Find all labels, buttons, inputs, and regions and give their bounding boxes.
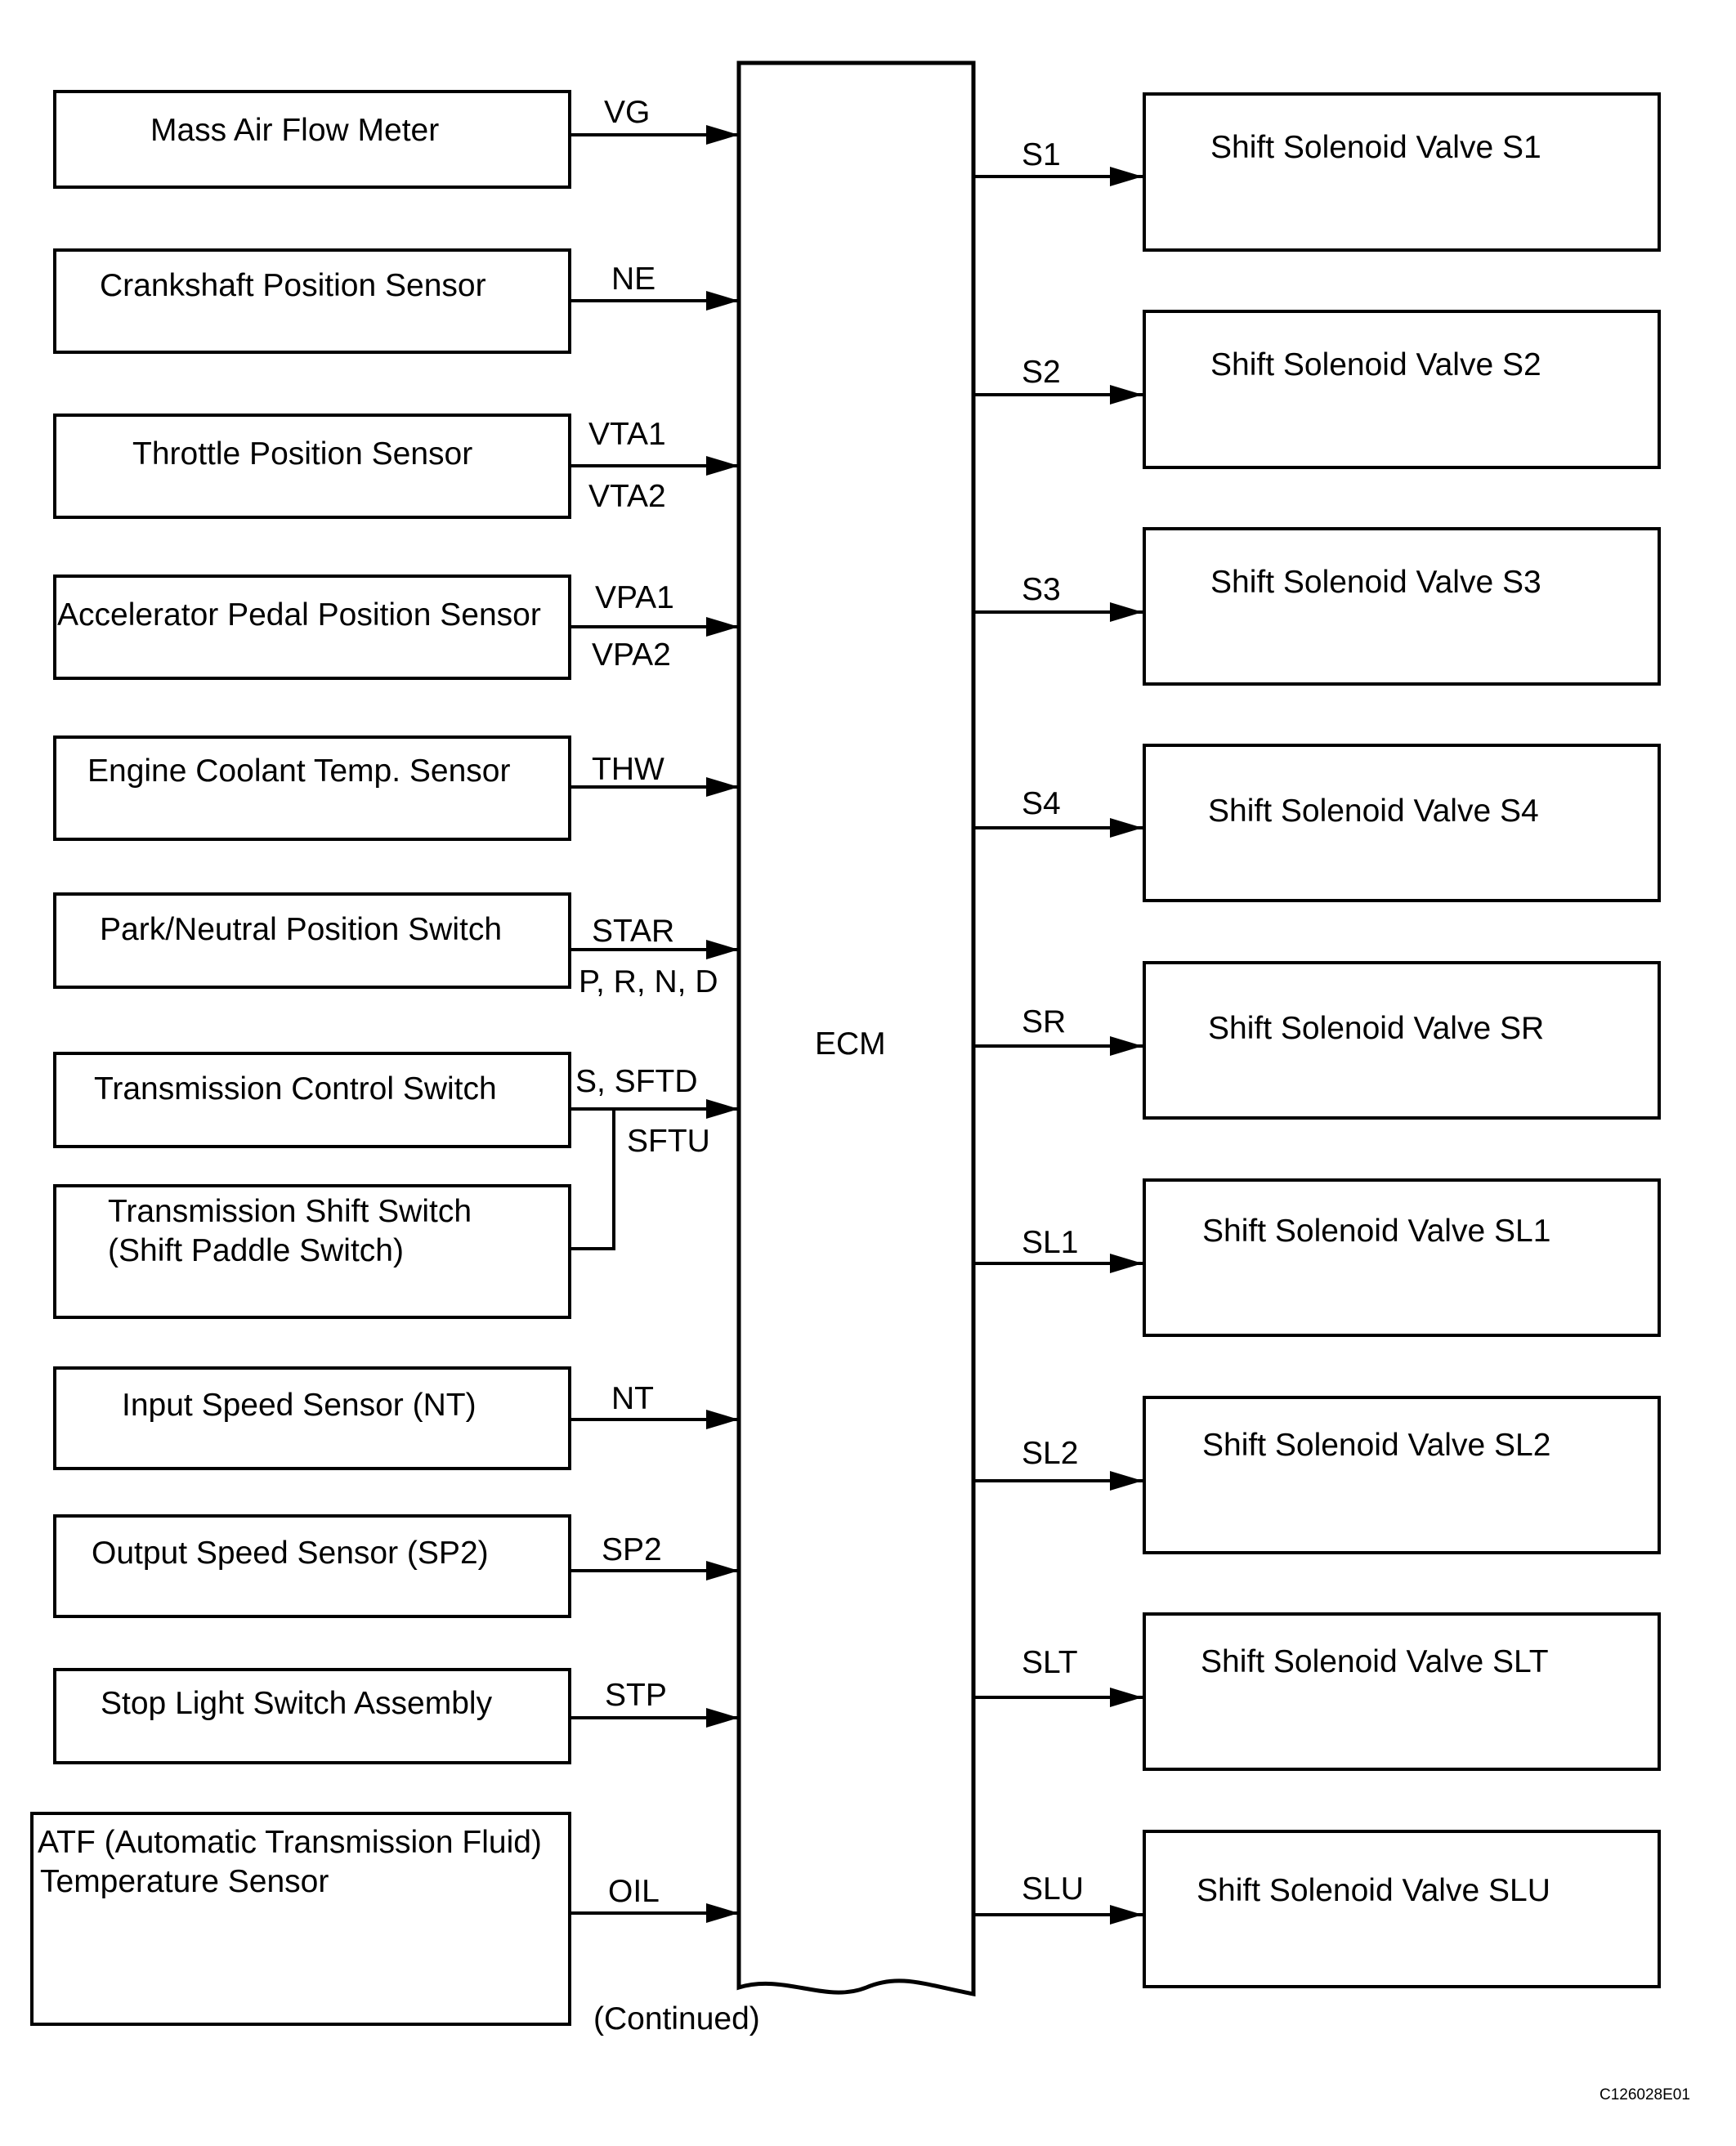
- ecm-outline: [736, 60, 976, 1997]
- output-box-sl1: Shift Solenoid Valve SL1: [1143, 1178, 1661, 1337]
- input-box-input-speed-sensor: Input Speed Sensor (NT): [53, 1366, 571, 1470]
- signal-label-slu: SLU: [1022, 1871, 1084, 1907]
- input-label-line2: (Shift Paddle Switch): [108, 1233, 404, 1268]
- input-box-output-speed-sensor: Output Speed Sensor (SP2): [53, 1514, 571, 1618]
- signal-label-s2: S2: [1022, 355, 1061, 390]
- output-label: Shift Solenoid Valve SR: [1208, 1011, 1545, 1046]
- output-box-sr: Shift Solenoid Valve SR: [1143, 961, 1661, 1120]
- figure-code: C126028E01: [1600, 2086, 1690, 2104]
- input-label: Transmission Control Switch: [94, 1071, 497, 1107]
- input-box-atf-temperature-sensor: ATF (Automatic Transmission Fluid) Tempe…: [30, 1812, 571, 2026]
- input-box-accelerator-pedal-position-sensor: Accelerator Pedal Position Sensor: [53, 575, 571, 680]
- input-label: Engine Coolant Temp. Sensor: [87, 753, 511, 789]
- signal-label-sl1: SL1: [1022, 1225, 1079, 1260]
- input-box-engine-coolant-temp-sensor: Engine Coolant Temp. Sensor: [53, 735, 571, 841]
- output-label: Shift Solenoid Valve S4: [1208, 794, 1539, 829]
- signal-label-s3: S3: [1022, 572, 1061, 607]
- input-label: Mass Air Flow Meter: [150, 113, 440, 148]
- signal-label-oil: OIL: [608, 1874, 660, 1909]
- input-label: Accelerator Pedal Position Sensor: [57, 597, 541, 633]
- wire-sftu: [571, 1109, 615, 1250]
- output-label: Shift Solenoid Valve S3: [1210, 565, 1541, 600]
- output-box-slu: Shift Solenoid Valve SLU: [1143, 1830, 1661, 1988]
- input-label: Stop Light Switch Assembly: [101, 1686, 493, 1721]
- input-box-transmission-shift-switch: Transmission Shift Switch (Shift Paddle …: [53, 1184, 571, 1319]
- input-label: Throttle Position Sensor: [132, 436, 473, 472]
- output-box-s1: Shift Solenoid Valve S1: [1143, 92, 1661, 252]
- signal-label-s1: S1: [1022, 137, 1061, 172]
- input-box-throttle-position-sensor: Throttle Position Sensor: [53, 414, 571, 519]
- output-label: Shift Solenoid Valve S2: [1210, 347, 1541, 382]
- signal-label-s-sftd: S, SFTD: [575, 1064, 698, 1099]
- signal-label-thw: THW: [592, 752, 664, 787]
- signal-label-vpa2: VPA2: [592, 637, 671, 673]
- signal-label-star: STAR: [592, 914, 675, 949]
- input-box-crankshaft-position-sensor: Crankshaft Position Sensor: [53, 248, 571, 354]
- input-box-mass-air-flow-meter: Mass Air Flow Meter: [53, 90, 571, 189]
- input-box-park-neutral-position-switch: Park/Neutral Position Switch: [53, 892, 571, 989]
- input-box-stop-light-switch-assembly: Stop Light Switch Assembly: [53, 1668, 571, 1764]
- input-label: Park/Neutral Position Switch: [100, 912, 503, 947]
- continued-label: (Continued): [593, 2001, 760, 2036]
- signal-label-ne: NE: [611, 262, 656, 297]
- signal-label-prnd: P, R, N, D: [579, 964, 718, 999]
- output-label: Shift Solenoid Valve S1: [1210, 130, 1541, 165]
- output-label: Shift Solenoid Valve SL1: [1202, 1214, 1551, 1249]
- output-box-s4: Shift Solenoid Valve S4: [1143, 744, 1661, 902]
- signal-label-vta2: VTA2: [588, 479, 666, 514]
- signal-label-vg: VG: [604, 95, 651, 130]
- ecm-label: ECM: [815, 1026, 886, 1062]
- input-label: Crankshaft Position Sensor: [100, 268, 486, 303]
- input-label: Output Speed Sensor (SP2): [92, 1536, 489, 1571]
- input-label-line2: Temperature Sensor: [40, 1864, 329, 1899]
- output-box-slt: Shift Solenoid Valve SLT: [1143, 1612, 1661, 1771]
- signal-label-nt: NT: [611, 1381, 654, 1416]
- input-label: Transmission Shift Switch: [108, 1194, 472, 1229]
- input-box-transmission-control-switch: Transmission Control Switch: [53, 1052, 571, 1148]
- signal-label-stp: STP: [605, 1678, 667, 1713]
- signal-label-sftu: SFTU: [627, 1124, 710, 1159]
- input-label: ATF (Automatic Transmission Fluid): [38, 1825, 542, 1860]
- signal-label-s4: S4: [1022, 786, 1061, 821]
- signal-label-sr: SR: [1022, 1004, 1067, 1039]
- signal-label-vpa1: VPA1: [595, 580, 674, 615]
- output-label: Shift Solenoid Valve SLT: [1201, 1644, 1549, 1679]
- input-label: Input Speed Sensor (NT): [122, 1388, 477, 1423]
- signal-label-vta1: VTA1: [588, 417, 666, 452]
- output-label: Shift Solenoid Valve SL2: [1202, 1428, 1551, 1463]
- output-box-s2: Shift Solenoid Valve S2: [1143, 310, 1661, 469]
- output-box-sl2: Shift Solenoid Valve SL2: [1143, 1396, 1661, 1554]
- signal-label-slt: SLT: [1022, 1645, 1078, 1680]
- signal-label-sl2: SL2: [1022, 1436, 1079, 1471]
- output-box-s3: Shift Solenoid Valve S3: [1143, 527, 1661, 686]
- output-label: Shift Solenoid Valve SLU: [1197, 1873, 1550, 1908]
- signal-label-sp2: SP2: [602, 1532, 662, 1567]
